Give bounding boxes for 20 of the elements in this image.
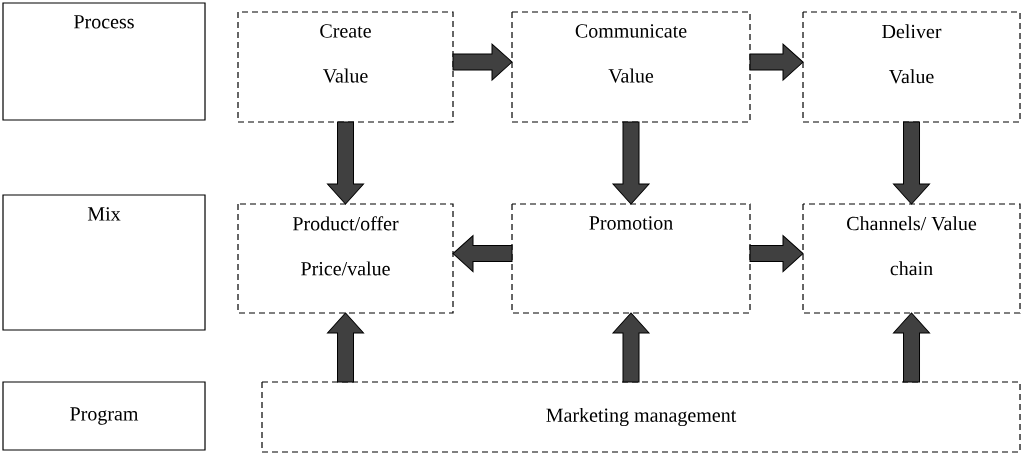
block-arrow (893, 312, 930, 383)
block-arrow (612, 312, 650, 383)
label-box: Mix (2, 194, 206, 331)
process-box: Promotion (511, 203, 751, 314)
process-box: Communicate Value (511, 11, 751, 123)
label-box: Process (2, 2, 206, 121)
process-box: Marketing management (261, 381, 1021, 453)
block-arrow (452, 235, 513, 272)
block-arrow (749, 43, 804, 81)
block-arrow (327, 312, 364, 383)
process-box: Create Value (237, 11, 454, 123)
block-arrow (452, 43, 513, 81)
block-arrow (612, 121, 650, 205)
label-box: Program (2, 381, 206, 451)
block-arrow (749, 235, 804, 272)
process-box: Product/offer Price/value (237, 203, 454, 314)
process-box: Deliver Value (802, 11, 1021, 123)
block-arrow (327, 121, 364, 205)
block-arrow (893, 121, 930, 205)
process-box: Channels/ Value chain (802, 203, 1021, 314)
